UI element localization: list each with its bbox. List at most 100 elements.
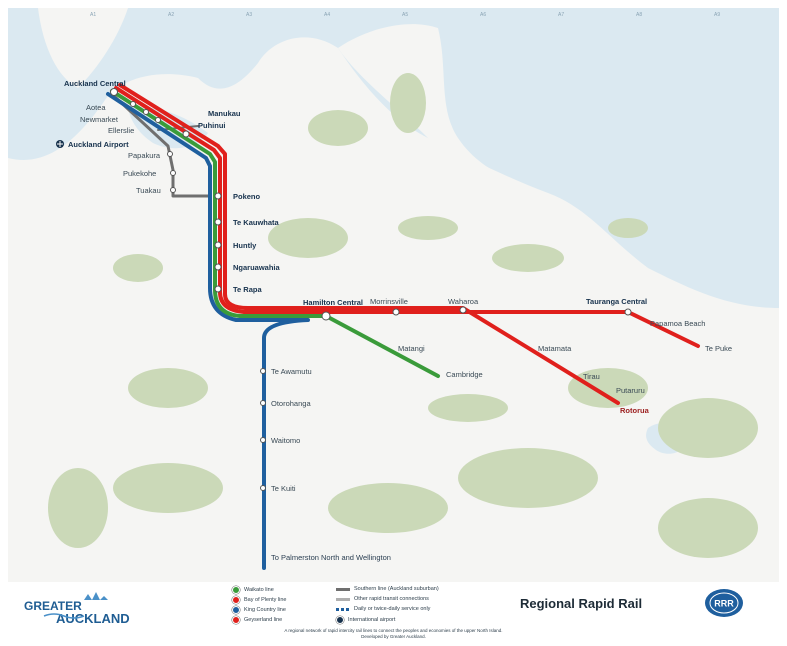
label-matangi[interactable]: Matangi (398, 344, 425, 353)
legend-geyserland: Geyserland line (232, 616, 282, 624)
grid-label: A4 (324, 12, 330, 18)
legend-label: International airport (348, 617, 396, 623)
station-marker[interactable] (321, 311, 331, 321)
logo-line1: GREATER (24, 599, 82, 613)
bay-of-plenty-dot-icon (232, 596, 240, 604)
station-marker[interactable] (260, 437, 266, 443)
airport-icon (56, 140, 64, 148)
label-auckland-airport[interactable]: Auckland Airport (68, 140, 129, 149)
station-labels: Auckland Central Aotea Newmarket Ellersl… (64, 79, 732, 562)
legend-label: King Country line (244, 607, 286, 613)
label-te-kuiti[interactable]: Te Kuiti (271, 484, 296, 493)
legend: Waikato line Bay of Plenty line King Cou… (232, 584, 492, 628)
station-marker[interactable] (170, 187, 176, 193)
daily-bar-icon (336, 607, 350, 611)
label-otorohanga[interactable]: Otorohanga (271, 399, 311, 408)
label-morrinsville[interactable]: Morrinsville (370, 297, 408, 306)
station-marker[interactable] (459, 306, 467, 314)
legend-label: Bay of Plenty line (244, 597, 287, 603)
station-marker[interactable] (214, 192, 222, 200)
forest-patch (113, 254, 163, 282)
grid-label: A7 (558, 12, 564, 18)
legend-waikato: Waikato line (232, 586, 274, 594)
label-matamata[interactable]: Matamata (538, 344, 572, 353)
station-marker[interactable] (155, 117, 161, 123)
label-pukekohe[interactable]: Pukekohe (123, 169, 156, 178)
label-cambridge[interactable]: Cambridge (446, 370, 483, 379)
map-area[interactable]: A1 A2 A3 A4 A5 A6 A7 A8 A9 (8, 8, 779, 582)
forest-patch (398, 216, 458, 240)
label-rotorua[interactable]: Rotorua (620, 406, 650, 415)
label-papamoa-beach[interactable]: Papamoa Beach (650, 319, 705, 328)
forest-patch (428, 394, 508, 422)
station-marker[interactable] (214, 263, 222, 271)
label-puhinui[interactable]: Puhinui (198, 121, 226, 130)
forest-patch (268, 218, 348, 258)
station-marker[interactable] (182, 130, 190, 138)
station-marker[interactable] (624, 308, 632, 316)
waikato-line (110, 89, 440, 378)
label-waitomo[interactable]: Waitomo (271, 436, 300, 445)
forest-patch (128, 368, 208, 408)
label-manukau[interactable]: Manukau (208, 109, 241, 118)
forest-patch (492, 244, 564, 272)
station-marker[interactable] (214, 241, 222, 249)
bay-of-plenty-line (114, 86, 700, 348)
station-marker[interactable] (170, 170, 176, 176)
label-ellerslie[interactable]: Ellerslie (108, 126, 134, 135)
label-tauranga-central[interactable]: Tauranga Central (586, 297, 647, 306)
label-te-awamutu[interactable]: Te Awamutu (271, 367, 312, 376)
southern-bar-icon (336, 587, 350, 591)
land-north (38, 8, 128, 88)
legend-label: Southern line (Auckland suburban) (354, 586, 439, 592)
label-hamilton-central[interactable]: Hamilton Central (303, 298, 363, 307)
label-huntly[interactable]: Huntly (233, 241, 257, 250)
legend-king-country: King Country line (232, 606, 286, 614)
station-marker[interactable] (167, 151, 173, 157)
rail-map: A1 A2 A3 A4 A5 A6 A7 A8 A9 (8, 8, 779, 582)
station-marker[interactable] (110, 88, 118, 96)
grid-label: A2 (168, 12, 174, 18)
station-marker[interactable] (143, 109, 149, 115)
station-marker[interactable] (260, 368, 266, 374)
grid-label: A5 (402, 12, 408, 18)
legend-daily: Daily or twice-daily service only (336, 606, 430, 612)
legend-bay-of-plenty: Bay of Plenty line (232, 596, 287, 604)
legend-other-rapid: Other rapid transit connections (336, 596, 429, 602)
station-marker[interactable] (392, 308, 400, 316)
footnote-line2: Developed by Greater Auckland. (361, 634, 426, 639)
label-auckland-central[interactable]: Auckland Central (64, 79, 126, 88)
grid-label: A9 (714, 12, 720, 18)
label-te-rapa[interactable]: Te Rapa (233, 285, 262, 294)
station-marker[interactable] (214, 218, 222, 226)
land-peninsula (338, 24, 528, 189)
grid-label: A1 (90, 12, 96, 18)
station-marker[interactable] (214, 285, 222, 293)
label-papakura[interactable]: Papakura (128, 151, 161, 160)
label-palmerston-north[interactable]: To Palmerston North and Wellington (271, 553, 391, 562)
station-marker[interactable] (260, 400, 266, 406)
label-tirau[interactable]: Tirau (583, 372, 600, 381)
label-ngaruawahia[interactable]: Ngaruawahia (233, 263, 281, 272)
grid-labels: A1 A2 A3 A4 A5 A6 A7 A8 A9 (90, 12, 720, 18)
label-waharoa[interactable]: Waharoa (448, 297, 479, 306)
legend-label: Other rapid transit connections (354, 596, 429, 602)
station-marker[interactable] (130, 101, 136, 107)
skyline-icon (84, 592, 108, 600)
label-aotea[interactable]: Aotea (86, 103, 106, 112)
forest-patch (390, 73, 426, 133)
station-marker[interactable] (260, 485, 266, 491)
grid-label: A8 (636, 12, 642, 18)
forest-patch (568, 368, 648, 408)
forest-patch (658, 398, 758, 458)
label-pokeno[interactable]: Pokeno (233, 192, 261, 201)
legend-label: Geyserland line (244, 617, 283, 623)
label-tuakau[interactable]: Tuakau (136, 186, 161, 195)
label-te-kauwhata[interactable]: Te Kauwhata (233, 218, 280, 227)
geyserland-dot-icon (232, 616, 240, 624)
label-te-puke[interactable]: Te Puke (705, 344, 732, 353)
label-newmarket[interactable]: Newmarket (80, 115, 119, 124)
label-putaruru[interactable]: Putaruru (616, 386, 645, 395)
map-title: Regional Rapid Rail (520, 596, 643, 611)
footer: GREATER AUCKLAND Waikato line Bay of Ple… (0, 582, 787, 646)
